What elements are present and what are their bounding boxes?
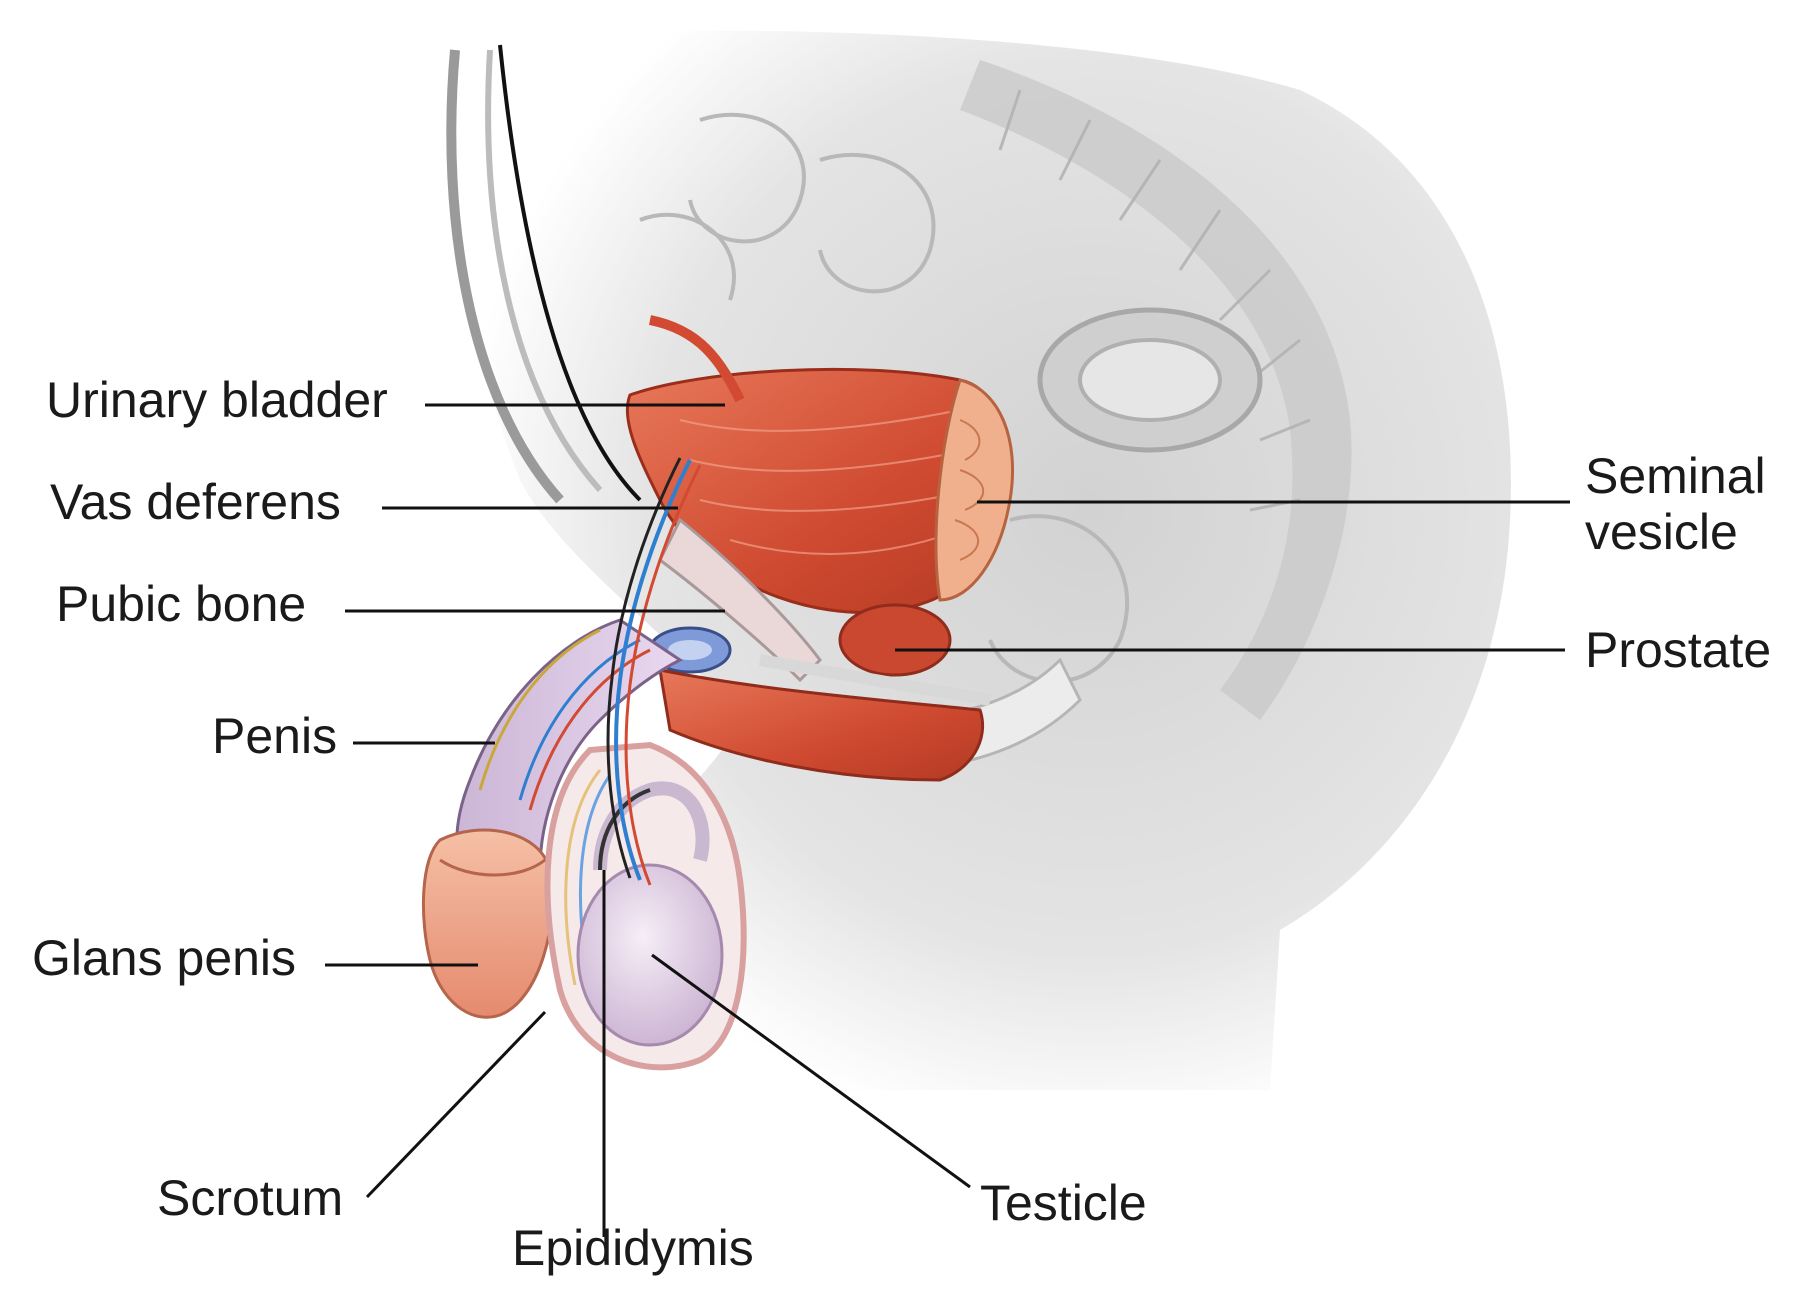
vas-deferens-illustration [606, 457, 702, 886]
label-scrotum: Scrotum [157, 1170, 344, 1226]
label-urinary-bladder: Urinary bladder [46, 372, 388, 428]
label-epididymis: Epididymis [512, 1220, 754, 1276]
leader-line-scrotum [365, 1010, 547, 1199]
glans-penis-illustration [421, 828, 554, 1019]
label-glans-penis: Glans penis [32, 930, 297, 986]
leader-line-testicle [651, 953, 971, 1189]
seminal-vesicle-illustration [934, 378, 1015, 602]
label-penis: Penis [212, 708, 338, 764]
label-seminal-vesicle-line2: vesicle [1585, 504, 1738, 560]
label-prostate: Prostate [1585, 622, 1772, 678]
label-vas-deferens: Vas deferens [50, 474, 341, 530]
prostate-illustration [838, 603, 952, 677]
leader-lines [325, 403, 1570, 1237]
label-seminal-vesicle: Seminal vesicle [1585, 448, 1766, 560]
label-seminal-vesicle-line1: Seminal [1585, 448, 1766, 504]
pelvic-muscle-illustration [658, 654, 992, 782]
label-testicle: Testicle [980, 1175, 1147, 1231]
label-pubic-bone: Pubic bone [56, 576, 307, 632]
testicle-illustration [576, 863, 724, 1047]
